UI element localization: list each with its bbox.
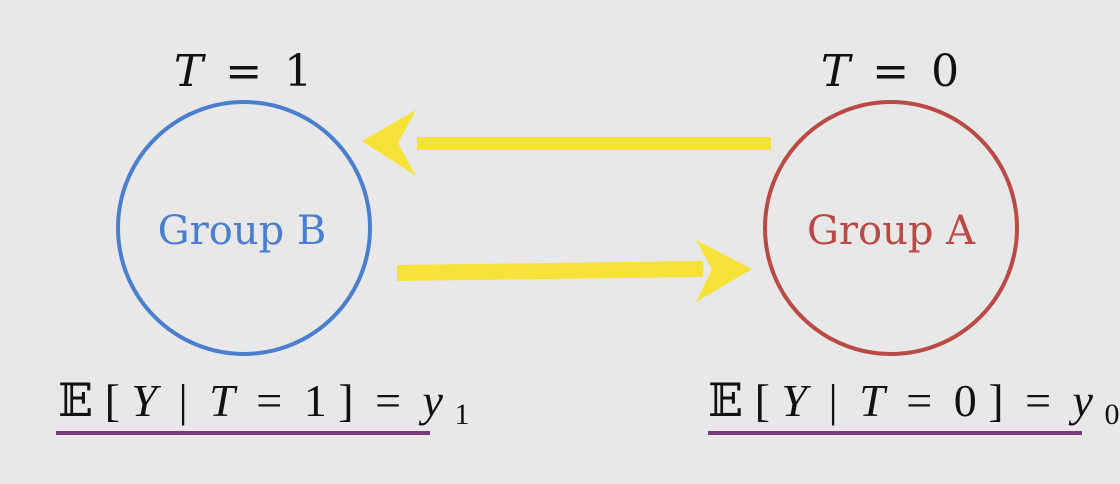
group-a-circle [763,100,1019,356]
right-expectation-cond-var: T [859,375,888,426]
left-expectation-close: ] [338,375,353,426]
right-expectation-result-var: y [1069,375,1094,426]
left-expectation-eq2: = [375,375,401,426]
left-expectation-var: Y [131,375,161,426]
left-treatment-var: T [174,46,207,97]
right-treatment-eq: = [872,46,909,97]
right-expectation-cond-val: 0 [954,375,977,426]
left-expectation-formula: 𝔼 [ Y | T = 1 ] = y 1 [58,375,469,431]
right-expectation-eq2: = [1025,375,1051,426]
right-treatment-label: T = 0 [821,46,959,97]
right-treatment-var: T [821,46,854,97]
right-expectation-close: ] [988,375,1003,426]
left-treatment-eq: = [225,46,262,97]
right-expectation-formula: 𝔼 [ Y | T = 0 ] = y 0 [708,375,1119,431]
group-a-label: Group A [807,208,976,254]
right-treatment-val: 0 [931,46,959,97]
left-treatment-val: 1 [284,46,312,97]
right-expectation-eq1: = [906,375,932,426]
left-expectation-result-sub: 1 [454,398,469,431]
left-expectation-bb: 𝔼 [58,375,93,426]
left-expectation-result-var: y [419,375,444,426]
left-expectation-eq1: = [256,375,282,426]
right-expectation-var: Y [781,375,811,426]
group-b-circle [116,100,372,356]
left-expectation-cond-val: 1 [304,375,327,426]
right-expectation-bar: | [828,375,837,426]
arrow-left-to-right [397,240,752,302]
arrow-right-to-left [362,110,771,176]
left-expectation-cond-var: T [209,375,238,426]
left-expectation-open: [ [105,375,120,426]
left-treatment-label: T = 1 [174,46,312,97]
group-b-label: Group B [158,208,327,254]
right-expectation-result-sub: 0 [1104,398,1119,431]
left-expectation-bar: | [178,375,187,426]
right-expectation-open: [ [755,375,770,426]
right-expectation-bb: 𝔼 [708,375,743,426]
